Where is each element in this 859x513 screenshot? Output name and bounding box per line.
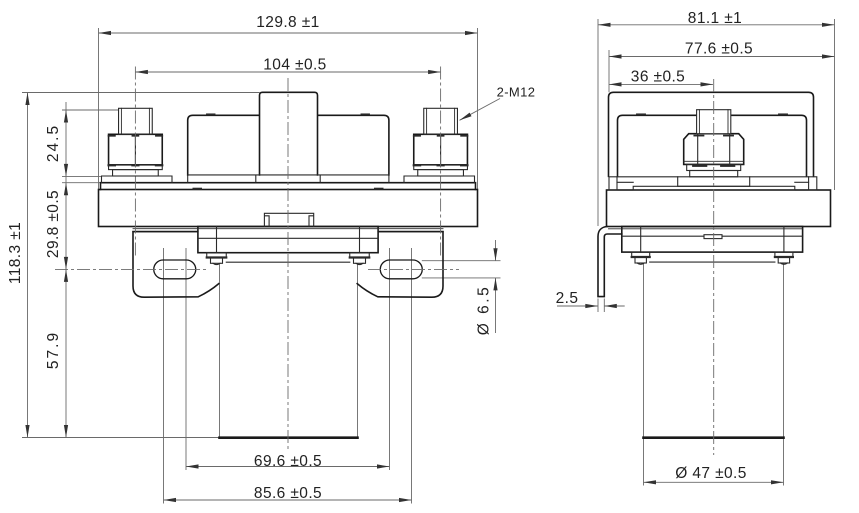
svg-text:29.8 ±0.5: 29.8 ±0.5: [45, 190, 62, 258]
svg-text:2-M12: 2-M12: [497, 85, 536, 100]
svg-text:104 ±0.5: 104 ±0.5: [263, 57, 326, 74]
svg-text:Ø 47 ±0.5: Ø 47 ±0.5: [675, 465, 747, 482]
svg-text:69.6 ±0.5: 69.6 ±0.5: [254, 453, 322, 470]
svg-text:85.6 ±0.5: 85.6 ±0.5: [254, 485, 322, 502]
svg-text:57.9: 57.9: [45, 331, 62, 369]
svg-text:36 ±0.5: 36 ±0.5: [631, 69, 685, 86]
svg-text:118.3 ±1: 118.3 ±1: [7, 222, 24, 284]
svg-text:Ø 6.5: Ø 6.5: [476, 285, 493, 335]
svg-text:129.8 ±1: 129.8 ±1: [256, 14, 319, 31]
svg-text:24.5: 24.5: [45, 124, 62, 162]
svg-text:77.6 ±0.5: 77.6 ±0.5: [685, 41, 753, 58]
svg-text:2.5: 2.5: [556, 290, 579, 307]
svg-text:81.1 ±1: 81.1 ±1: [688, 10, 742, 27]
